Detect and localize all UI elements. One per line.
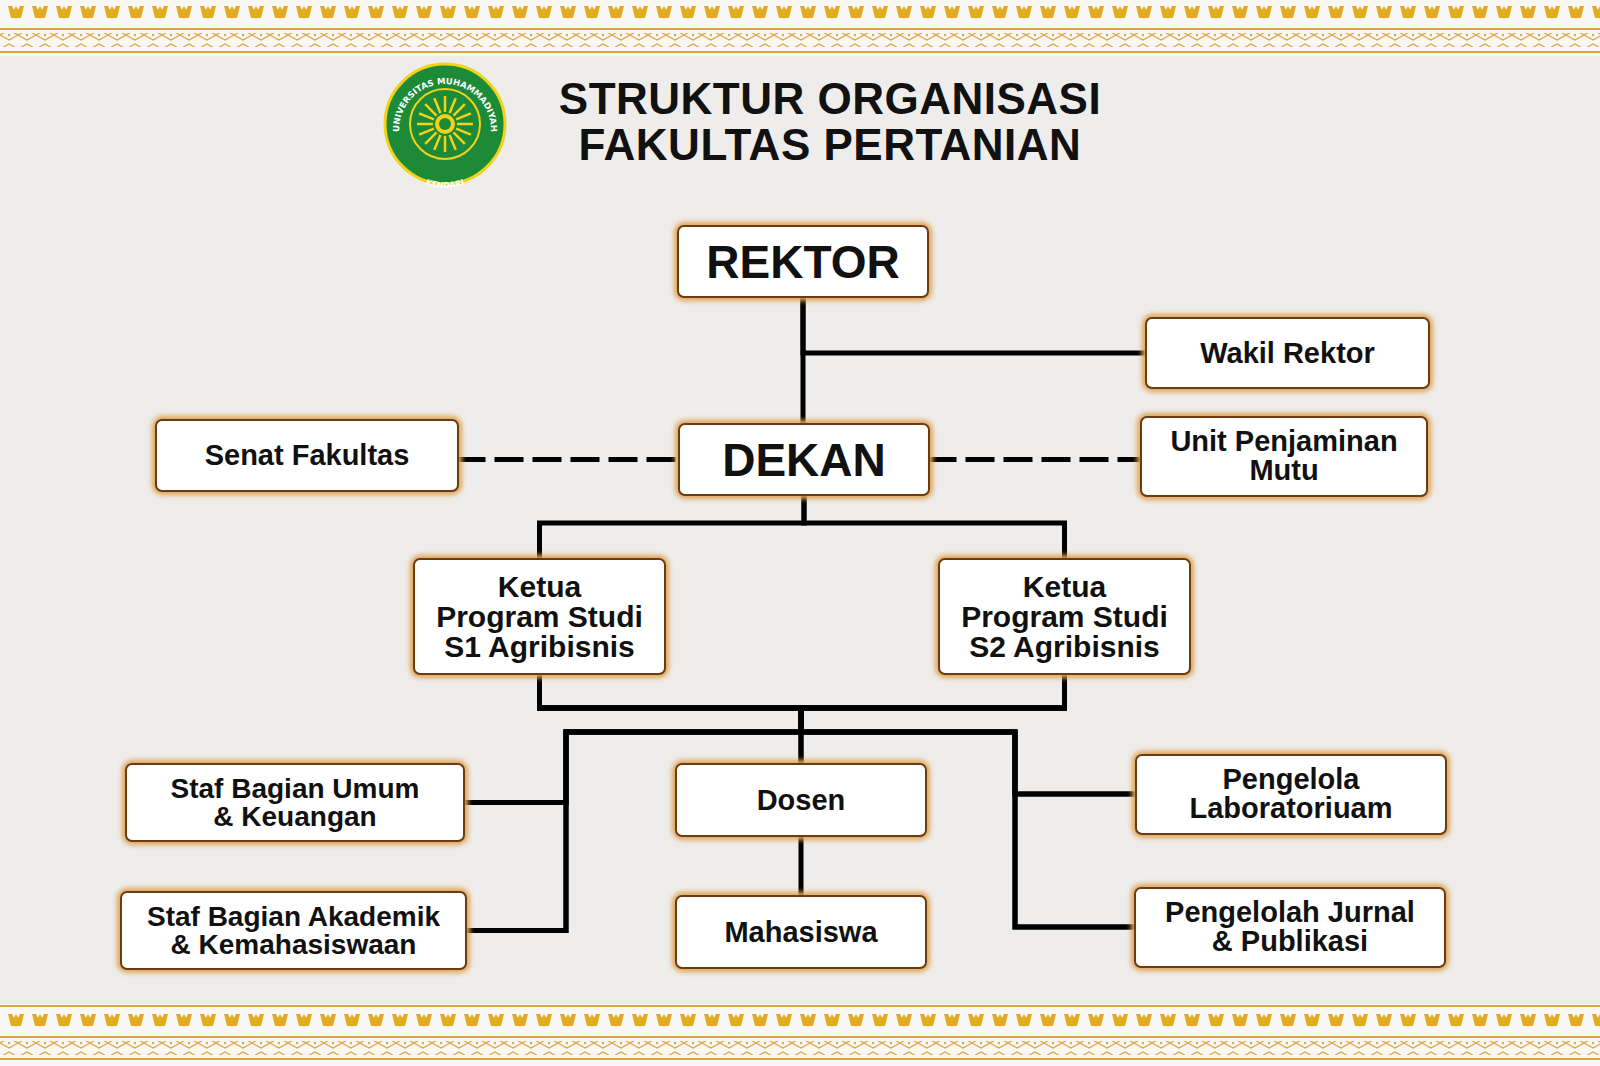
sun-ray	[425, 104, 436, 115]
sun-ray	[450, 135, 456, 150]
org-box: Staf Bagian Akademik & Kemahasiswaan	[120, 891, 467, 970]
sun-ray	[417, 123, 433, 126]
org-connector	[804, 496, 1065, 558]
box-label: REKTOR	[706, 239, 899, 285]
sun-ray	[444, 136, 447, 152]
sun-ray	[457, 123, 473, 126]
top-border	[0, 0, 1600, 56]
sun-ray	[419, 129, 434, 135]
box-label: DEKAN	[722, 437, 886, 483]
org-box: Dosen	[675, 763, 927, 837]
box-label: Pengelola Laboratoriuam	[1145, 765, 1437, 823]
box-label: Dosen	[757, 786, 846, 815]
org-box: Senat Fakultas	[155, 419, 459, 492]
diagram-title: STRUKTUR ORGANISASI FAKULTAS PERTANIAN	[500, 76, 1160, 168]
org-box: Unit Penjaminan Mutu	[1140, 416, 1428, 497]
org-box: Pengelola Laboratoriuam	[1135, 754, 1447, 835]
bottom-border	[0, 1004, 1600, 1066]
org-box: Ketua Program Studi S1 Agribisnis	[413, 558, 666, 675]
org-connector	[801, 675, 1065, 763]
org-connector	[540, 675, 1135, 927]
org-box: Wakil Rektor	[1145, 317, 1430, 389]
sun-ray	[434, 98, 440, 113]
box-label: Pengelolah Jurnal & Publikasi	[1144, 898, 1436, 956]
sun-ray	[444, 96, 447, 112]
org-box: Ketua Program Studi S2 Agribisnis	[938, 558, 1191, 675]
sun-ray	[453, 104, 464, 115]
box-label: Ketua Program Studi S1 Agribisnis	[423, 572, 656, 662]
box-label: Wakil Rektor	[1200, 339, 1375, 368]
university-logo: UNIVERSITAS MUHAMMADIYAH KENDARI	[385, 64, 505, 190]
org-box: REKTOR	[677, 225, 929, 298]
sun-emblem	[417, 96, 473, 152]
org-box: Pengelolah Jurnal & Publikasi	[1134, 887, 1446, 968]
org-connector	[803, 298, 1145, 353]
org-box: DEKAN	[678, 423, 930, 496]
dashed-connector	[930, 457, 1140, 462]
org-connector	[540, 675, 802, 763]
org-connector	[540, 496, 805, 558]
org-connector	[799, 837, 804, 895]
box-label: Unit Penjaminan Mutu	[1150, 427, 1418, 485]
sun-ray	[425, 132, 436, 143]
org-box: Mahasiswa	[675, 895, 927, 969]
box-label: Senat Fakultas	[205, 441, 410, 470]
logo-text: KENDARI	[425, 178, 466, 190]
org-box: Staf Bagian Umum & Keuangan	[125, 763, 465, 842]
box-label: Staf Bagian Umum & Keuangan	[135, 775, 455, 831]
box-label: Mahasiswa	[724, 918, 877, 947]
dashed-connector	[459, 457, 678, 462]
sun-ray	[450, 98, 456, 113]
sun-ray	[456, 129, 471, 135]
org-connector	[467, 675, 1065, 931]
box-label: Ketua Program Studi S2 Agribisnis	[948, 572, 1181, 662]
sun-ray	[419, 113, 434, 119]
sun-ray	[456, 113, 471, 119]
box-label: Staf Bagian Akademik & Kemahasiswaan	[130, 903, 457, 959]
sun-ray	[453, 132, 464, 143]
sun-ray	[434, 135, 440, 150]
logo-text: UNIVERSITAS MUHAMMADIYAH	[391, 76, 499, 132]
